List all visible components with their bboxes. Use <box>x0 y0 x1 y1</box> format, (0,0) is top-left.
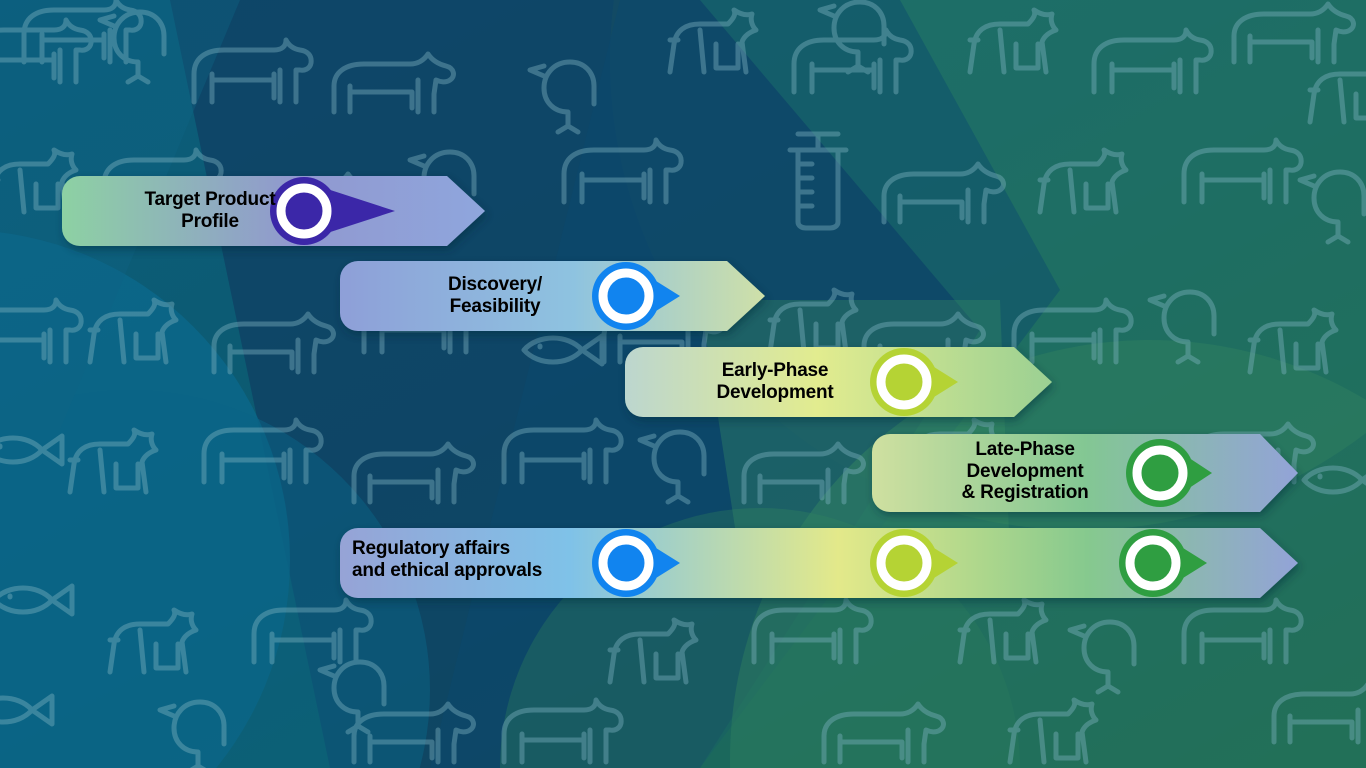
marker-ring-icon <box>276 183 332 239</box>
stage-2-label: Discovery/ Feasibility <box>447 274 543 317</box>
stage-2-arrow-shape <box>340 261 765 331</box>
stage-4-arrow-shape <box>872 434 1298 512</box>
stage-1-label: Target Product Profile <box>144 189 276 232</box>
stage-discovery-feasibility[interactable] <box>340 261 765 331</box>
marker-late-phase-development-registration[interactable] <box>1126 439 1212 507</box>
stage-late-phase-development-registration[interactable] <box>872 434 1298 512</box>
regulatory-arrow-shape <box>340 528 1298 598</box>
marker-target-product-profile[interactable] <box>270 177 395 245</box>
marker-regulatory-blue[interactable] <box>592 529 680 597</box>
marker-regulatory-green[interactable] <box>1119 529 1207 597</box>
stage-label-wrap-3: Early-Phase Development <box>625 347 1052 417</box>
marker-ring-icon <box>598 535 654 591</box>
regulatory-label: Regulatory affairs and ethical approvals <box>352 538 543 581</box>
marker-regulatory-lime[interactable] <box>870 529 958 597</box>
stage-label-wrap-1: Target Product Profile <box>62 176 485 246</box>
marker-ring-icon <box>1125 535 1181 591</box>
stage-label-wrap-4: Late-Phase Development & Registration <box>872 434 1298 513</box>
marker-ring-icon <box>876 535 932 591</box>
stage-4-label: Late-Phase Development & Registration <box>961 439 1089 504</box>
regulatory-label-wrap: Regulatory affairs and ethical approvals <box>340 528 1298 598</box>
stage-early-phase-development[interactable] <box>625 347 1052 417</box>
stage-label-wrap-2: Discovery/ Feasibility <box>340 261 765 331</box>
marker-ring-icon <box>876 354 932 410</box>
stage-3-arrow-shape <box>625 347 1052 417</box>
marker-ring-icon <box>1132 445 1188 501</box>
stage-regulatory-affairs-and-ethical-approvals[interactable] <box>340 528 1298 598</box>
marker-discovery-feasibility[interactable] <box>592 262 680 330</box>
marker-ring-icon <box>598 268 654 324</box>
marker-pin-tip-icon <box>318 186 395 236</box>
stage-3-label: Early-Phase Development <box>716 360 834 403</box>
marker-early-phase-development[interactable] <box>870 348 958 416</box>
